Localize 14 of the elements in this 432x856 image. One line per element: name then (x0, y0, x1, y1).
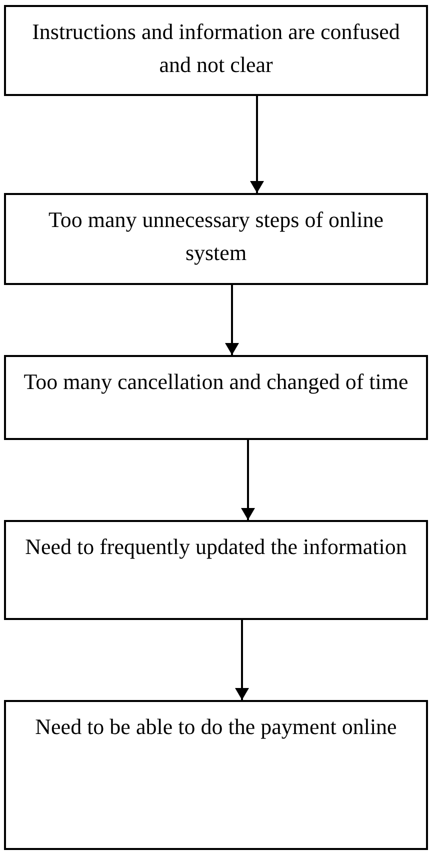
box-text: Too many unnecessary steps of online system (47, 206, 385, 267)
box-text: Too many cancellation and changed of time (24, 368, 408, 396)
process-box (4, 700, 428, 850)
box-text: Need to frequently updated the information (25, 533, 407, 561)
process-box (4, 520, 428, 620)
process-box (4, 193, 428, 285)
process-box (4, 355, 428, 440)
box-text: Instructions and information are confused and not clear (31, 18, 401, 79)
arrow (250, 96, 264, 193)
arrow (241, 440, 255, 520)
arrow (235, 620, 249, 700)
box-text: Need to be able to do the payment online (35, 713, 397, 741)
process-box (4, 5, 428, 96)
arrow (225, 285, 239, 355)
